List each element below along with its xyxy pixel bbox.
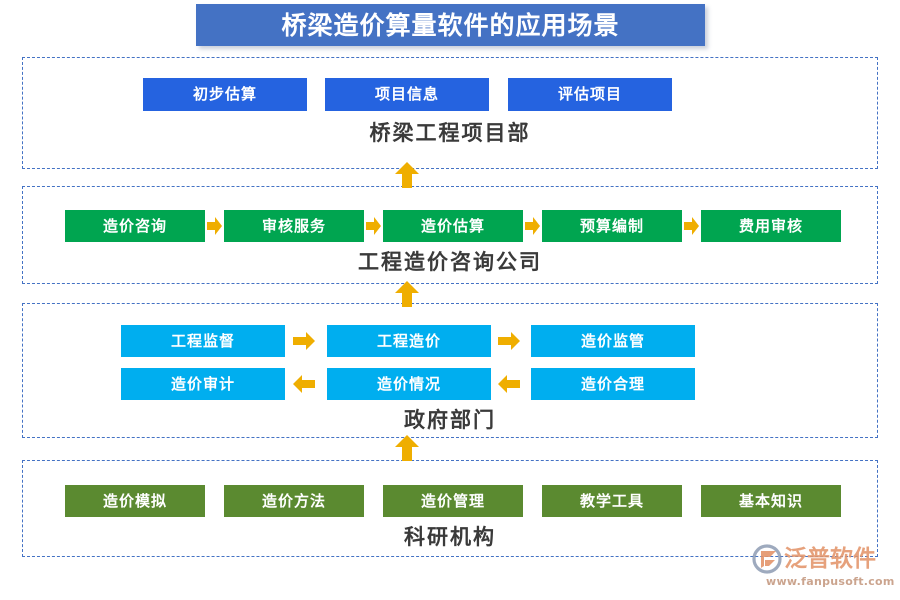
node-consulting-2[interactable]: 造价估算 [383, 210, 523, 242]
caption-bridge-project-dept: 桥梁工程项目部 [369, 121, 531, 145]
arrow-right-consulting-0 [207, 217, 222, 235]
page-title: 桥梁造价算量软件的应用场景 [281, 10, 620, 40]
section-panel-government-department [22, 303, 878, 438]
section-panel-cost-consulting-company [22, 186, 878, 284]
node-consulting-0[interactable]: 造价咨询 [65, 210, 205, 242]
node-consulting-1[interactable]: 审核服务 [224, 210, 364, 242]
caption-cost-consulting-company: 工程造价咨询公司 [358, 250, 542, 274]
arrow-up-consulting-to-project [395, 162, 419, 188]
fanpu-swoosh-icon [752, 544, 782, 574]
brand-url: www.fanpusoft.com [766, 575, 895, 588]
node-government-b2[interactable]: 造价合理 [531, 368, 695, 400]
arrow-up-government-to-consulting [395, 281, 419, 307]
node-research-0[interactable]: 造价模拟 [65, 485, 205, 517]
caption-research-institution: 科研机构 [404, 525, 496, 549]
section-panel-research-institution [22, 460, 878, 557]
node-government-a2[interactable]: 造价监管 [531, 325, 695, 357]
node-research-3[interactable]: 教学工具 [542, 485, 682, 517]
caption-government-department: 政府部门 [404, 408, 496, 432]
node-consulting-4[interactable]: 费用审核 [701, 210, 841, 242]
section-panel-bridge-project-dept [22, 57, 878, 169]
node-bridge-2[interactable]: 评估项目 [508, 78, 672, 111]
node-research-1[interactable]: 造价方法 [224, 485, 364, 517]
node-bridge-1[interactable]: 项目信息 [325, 78, 489, 111]
node-research-4[interactable]: 基本知识 [701, 485, 841, 517]
node-government-b0[interactable]: 造价审计 [121, 368, 285, 400]
brand-logo: 泛普软件 www.fanpusoft.com [752, 544, 895, 594]
brand-logo-row: 泛普软件 [752, 544, 892, 574]
arrow-right-government-1 [498, 332, 520, 350]
arrow-right-consulting-3 [684, 217, 699, 235]
node-bridge-0[interactable]: 初步估算 [143, 78, 307, 111]
node-government-a0[interactable]: 工程监督 [121, 325, 285, 357]
arrow-left-government-0 [293, 375, 315, 393]
arrow-right-government-0 [293, 332, 315, 350]
node-research-2[interactable]: 造价管理 [383, 485, 523, 517]
node-government-b1[interactable]: 造价情况 [327, 368, 491, 400]
brand-name: 泛普软件 [784, 545, 876, 572]
node-government-a1[interactable]: 工程造价 [327, 325, 491, 357]
arrow-right-consulting-1 [366, 217, 381, 235]
arrow-left-government-1 [498, 375, 520, 393]
node-consulting-3[interactable]: 预算编制 [542, 210, 682, 242]
page-title-banner: 桥梁造价算量软件的应用场景 [196, 4, 705, 46]
arrow-right-consulting-2 [525, 217, 540, 235]
arrow-up-research-to-government [395, 435, 419, 461]
